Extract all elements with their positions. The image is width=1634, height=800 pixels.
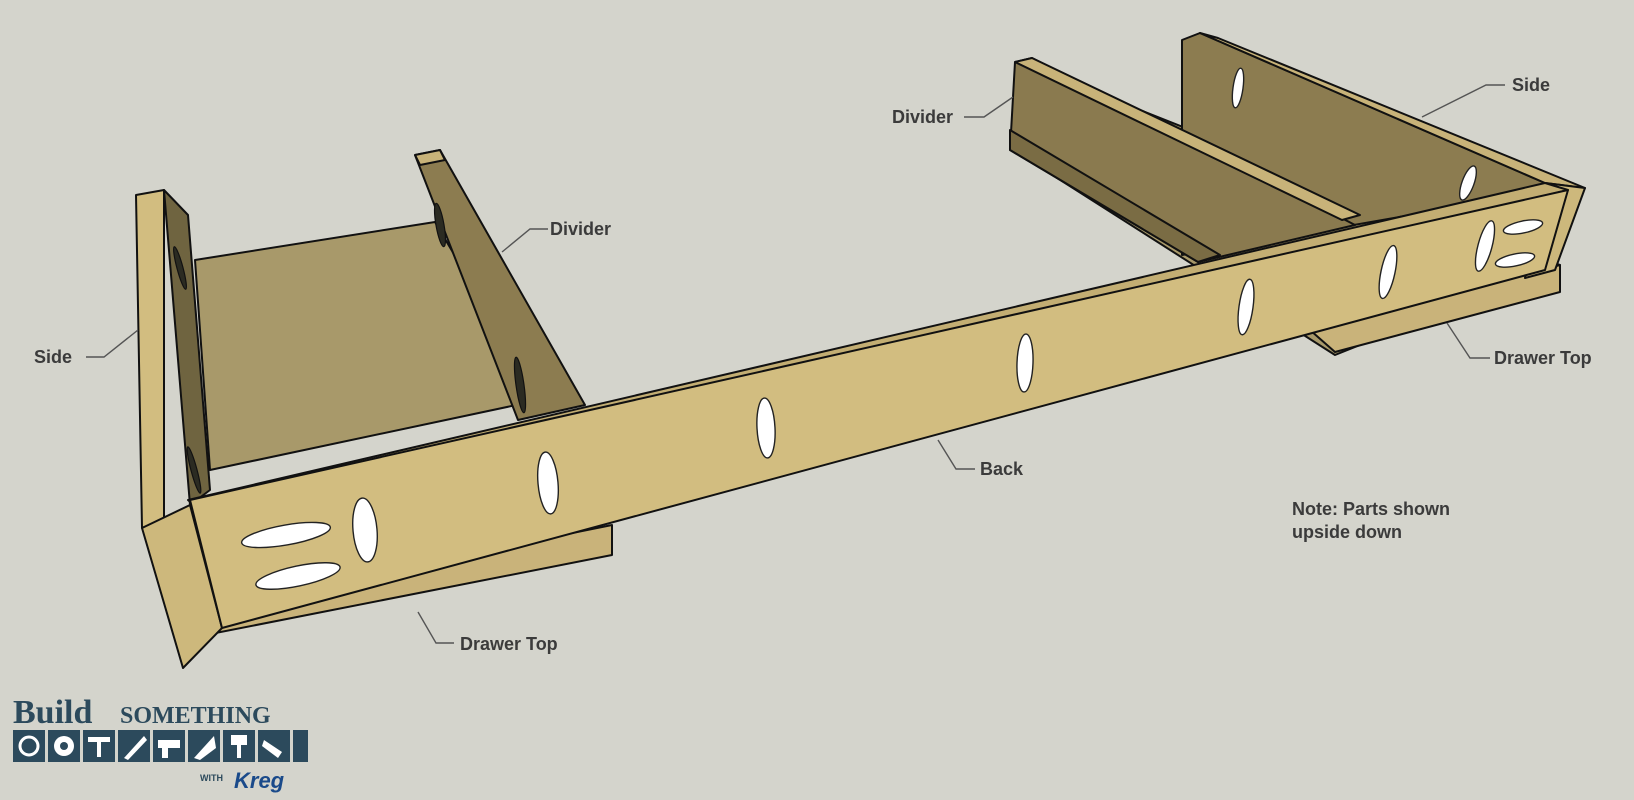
back-pocket-hole [1474,220,1496,272]
logo-tool-icons [13,730,308,762]
back-pocket-hole [1016,333,1034,393]
label-side-right: Side [1512,75,1550,95]
left-side-pocket-hole [173,246,187,290]
label-divider-left: Divider [550,219,611,239]
labels: Side Divider Divider Side Back Drawer To… [34,75,1592,654]
logo-kreg-text: Kreg [234,768,285,793]
note-line-2: upside down [1292,522,1402,542]
left-divider-pocket-hole [513,356,527,414]
label-side-left: Side [34,347,72,367]
back-pocket-hole [536,451,560,515]
back-pocket-hole [1237,278,1255,336]
buildsomething-kreg-logo: Build SOMETHING WITH Kreg [13,694,308,793]
back-face [189,189,1569,629]
left-divider-top [414,149,446,166]
back-pocket-hole [255,562,341,590]
note-line-1: Note: Parts shown [1292,499,1450,519]
right-divider-bottom-edge [1009,129,1221,263]
right-side-pocket-hole [1458,165,1478,201]
left-side-inner-face [163,189,211,506]
back-pocket-hole [1502,219,1544,235]
label-back: Back [980,459,1024,479]
back-pocket-hole [756,397,776,459]
label-divider-right: Divider [892,107,953,127]
back-pocket-hole [352,497,378,563]
label-drawer-top-right: Drawer Top [1494,348,1592,368]
logo-with-text: WITH [200,773,223,783]
back-pocket-hole [240,521,332,549]
right-side-pocket-hole [1231,67,1245,109]
right-divider-top [1014,57,1361,221]
left-divider-pocket-hole [433,202,447,248]
back-pocket-hole [1378,244,1398,300]
left-assembly [135,149,613,669]
label-drawer-top-left: Drawer Top [460,634,558,654]
left-side-front-edge [135,189,165,529]
back-board [187,182,1569,629]
leader-lines [86,84,1505,644]
left-side-pocket-hole [186,446,202,494]
logo-build-text: Build [13,694,92,731]
back-pocket-hole [1494,252,1536,268]
logo-something-text: SOMETHING [120,703,271,729]
